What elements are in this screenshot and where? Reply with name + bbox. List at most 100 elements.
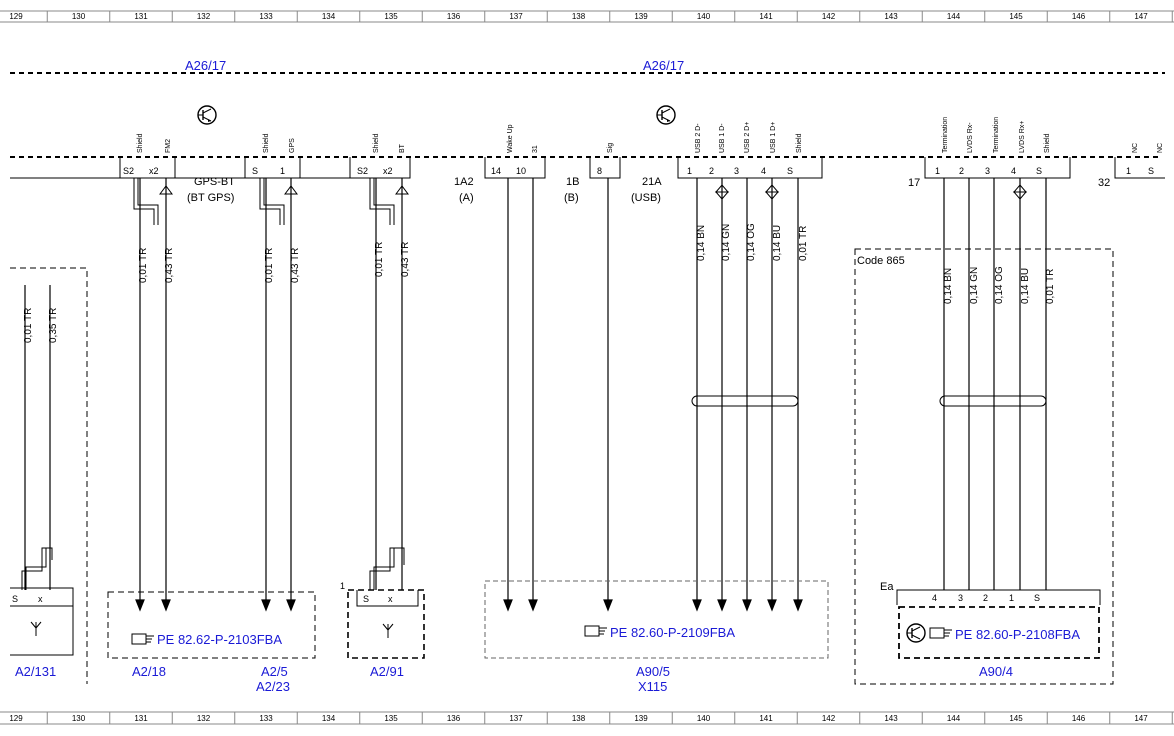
pin-number: 3 bbox=[958, 593, 963, 603]
pin-number: 1 bbox=[935, 166, 940, 176]
component-id: A2/131 bbox=[15, 664, 56, 679]
pin-number: 1 bbox=[280, 166, 285, 176]
connector-name: 1A2 bbox=[454, 176, 474, 188]
bottom-ruler bbox=[0, 711, 1174, 725]
pin-label: GPS bbox=[289, 138, 296, 153]
ruler-label: 143 bbox=[884, 714, 898, 723]
component-outline bbox=[898, 606, 1100, 659]
wire-label: 0,14 BU bbox=[772, 225, 783, 261]
twisted-pair-marker bbox=[939, 395, 1047, 407]
component-id: A90/5 bbox=[636, 664, 670, 679]
wire-arrow bbox=[503, 599, 513, 612]
pin-label: Termination bbox=[993, 117, 1000, 153]
component-id: A2/91 bbox=[370, 664, 404, 679]
ruler-label: 133 bbox=[259, 12, 273, 21]
pin-label: NC bbox=[1157, 143, 1164, 153]
option-code: Code 865 bbox=[857, 255, 905, 267]
wire-arrow bbox=[692, 599, 702, 612]
ruler-label: 130 bbox=[72, 714, 86, 723]
shield-bracket bbox=[133, 178, 395, 225]
pin-label: Shield bbox=[137, 133, 144, 153]
pin-label: USB 2 D+ bbox=[744, 122, 751, 153]
ruler-label: 137 bbox=[509, 714, 523, 723]
component-connector bbox=[896, 589, 1101, 605]
pin-number: S bbox=[1148, 166, 1154, 176]
pin-number: S bbox=[363, 594, 369, 604]
ruler-label: 138 bbox=[572, 12, 586, 21]
module-title-left: A26/17 bbox=[185, 58, 226, 73]
option-outline bbox=[854, 248, 1114, 685]
wire-label: 0,14 OG bbox=[994, 266, 1005, 304]
component-id: A2/18 bbox=[132, 664, 166, 679]
pin-number: x2 bbox=[149, 166, 159, 176]
wire-arrow bbox=[603, 599, 613, 612]
wire-label: 0,43 TR bbox=[164, 248, 175, 283]
pin-number: x2 bbox=[383, 166, 393, 176]
reference-link[interactable]: PE 82.62-P-2103FBA bbox=[157, 632, 282, 647]
ruler-label: 141 bbox=[759, 12, 773, 21]
component-outline bbox=[484, 580, 829, 659]
ruler-label: 145 bbox=[1009, 714, 1023, 723]
connector-arrow-icon bbox=[714, 184, 730, 200]
ruler-label: 145 bbox=[1009, 12, 1023, 21]
ruler-label: 137 bbox=[509, 12, 523, 21]
ruler-label: 138 bbox=[572, 714, 586, 723]
ruler-label: 135 bbox=[384, 12, 398, 21]
wire-label: 0,43 TR bbox=[290, 248, 301, 283]
pin-label: FM2 bbox=[165, 139, 172, 153]
pin-label: USB 1 D+ bbox=[770, 122, 777, 153]
pin-label: BT bbox=[399, 143, 406, 153]
antenna-icon bbox=[382, 623, 394, 638]
ruler-label: 144 bbox=[947, 714, 961, 723]
component-id: A2/23 bbox=[256, 679, 290, 694]
reference-link[interactable]: PE 82.60-P-2109FBA bbox=[610, 625, 735, 640]
ruler-label: 133 bbox=[259, 714, 273, 723]
pin-label: Termination bbox=[942, 117, 949, 153]
pin-number: S2 bbox=[123, 166, 134, 176]
connector-sub: (BT GPS) bbox=[187, 192, 234, 204]
connector-name: 17 bbox=[908, 177, 920, 189]
wire-arrow bbox=[286, 599, 296, 612]
connector-bodies bbox=[10, 157, 1165, 179]
connector-arrow-icon bbox=[284, 185, 298, 195]
connector-sub: (A) bbox=[459, 192, 474, 204]
pin-number: 1 bbox=[340, 581, 345, 591]
wire-label: 0,14 BN bbox=[943, 268, 954, 304]
connector-sub: (USB) bbox=[631, 192, 661, 204]
ruler-label: 146 bbox=[1072, 714, 1086, 723]
ruler-label: 129 bbox=[9, 714, 23, 723]
pin-number: 3 bbox=[734, 166, 739, 176]
pin-label: 31 bbox=[532, 145, 539, 153]
top-ruler bbox=[0, 10, 1174, 23]
connector-arrow-icon bbox=[1012, 184, 1028, 200]
connector-arrow-icon bbox=[395, 185, 409, 195]
twisted-pair-marker bbox=[691, 395, 799, 407]
hand-pointer-icon bbox=[131, 633, 154, 645]
pin-number: S bbox=[787, 166, 793, 176]
pin-number: 1 bbox=[687, 166, 692, 176]
wire-arrow bbox=[793, 599, 803, 612]
pin-label: USB 1 D- bbox=[719, 123, 726, 153]
pin-label: LVDS Rx- bbox=[967, 122, 974, 153]
pin-number: 10 bbox=[516, 166, 526, 176]
pin-label: USB 2 D- bbox=[695, 123, 702, 153]
pin-label: Shield bbox=[373, 133, 380, 153]
component-id: A2/5 bbox=[261, 664, 288, 679]
wire-label: 0,14 OG bbox=[746, 223, 757, 261]
wire-arrow bbox=[161, 599, 171, 612]
wire-label: 0,01 TR bbox=[138, 248, 149, 283]
pin-number: 14 bbox=[491, 166, 501, 176]
pin-number: S2 bbox=[357, 166, 368, 176]
pin-number: 2 bbox=[959, 166, 964, 176]
pin-number: 4 bbox=[932, 593, 937, 603]
connector-arrow-icon bbox=[159, 185, 173, 195]
reference-link[interactable]: PE 82.60-P-2108FBA bbox=[955, 627, 1080, 642]
component-outline bbox=[347, 589, 425, 659]
ruler-label: 131 bbox=[134, 12, 148, 21]
ruler-label: 144 bbox=[947, 12, 961, 21]
ruler-label: 139 bbox=[634, 714, 648, 723]
wire-label: 0,01 TR bbox=[374, 242, 385, 277]
wire-label: 0,14 GN bbox=[969, 267, 980, 304]
pin-number: 4 bbox=[1011, 166, 1016, 176]
